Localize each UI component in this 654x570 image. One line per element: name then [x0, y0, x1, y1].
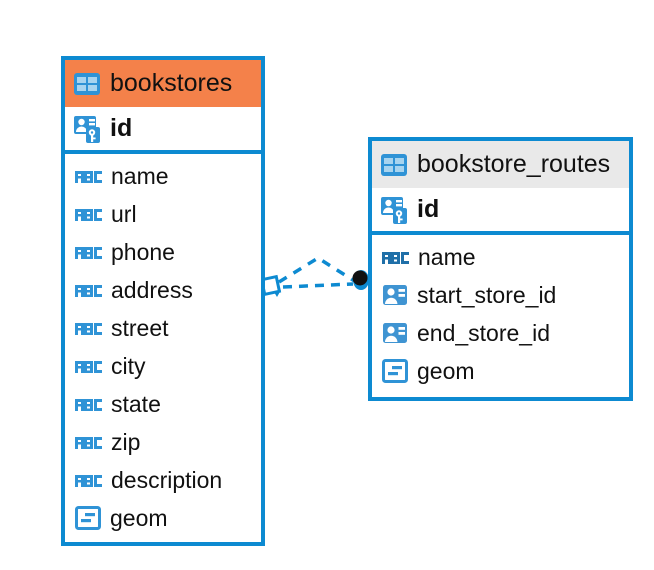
field-row[interactable]: end_store_id	[372, 314, 629, 352]
field-label: name	[111, 162, 169, 189]
field-label: url	[111, 200, 137, 227]
abc-icon	[75, 318, 102, 338]
abc-icon	[75, 280, 102, 300]
abc-icon	[382, 247, 409, 267]
field-list-bookstores: name u	[65, 154, 261, 540]
field-label: geom	[417, 357, 475, 384]
foreign-key-icon	[382, 320, 408, 346]
field-row[interactable]: geom	[65, 499, 261, 537]
primary-key-icon	[73, 114, 101, 144]
field-label: state	[111, 390, 161, 417]
field-list-bookstore-routes: name start_store_id	[372, 235, 629, 393]
abc-icon	[75, 242, 102, 262]
abc-icon	[75, 356, 102, 376]
primary-key-icon	[380, 195, 408, 225]
table-bookstores[interactable]: bookstores id	[61, 56, 265, 546]
abc-icon	[75, 432, 102, 452]
geometry-icon	[75, 506, 101, 530]
field-row[interactable]: street	[65, 309, 261, 347]
field-label: city	[111, 352, 146, 379]
field-label: description	[111, 466, 223, 493]
field-label: name	[418, 243, 476, 270]
table-title: bookstore_routes	[417, 150, 611, 178]
field-row[interactable]: url	[65, 195, 261, 233]
field-label: end_store_id	[417, 319, 550, 346]
relationship-line-arc	[278, 255, 357, 284]
field-row[interactable]: name	[372, 238, 629, 276]
field-label: street	[111, 314, 169, 341]
table-icon	[73, 70, 101, 98]
table-title: bookstores	[110, 69, 233, 97]
abc-icon	[75, 166, 102, 186]
field-label: address	[111, 276, 193, 303]
field-label: zip	[111, 428, 141, 455]
field-row[interactable]: city	[65, 347, 261, 385]
table-header-bookstore-routes[interactable]: bookstore_routes	[372, 141, 629, 188]
field-row[interactable]: geom	[372, 352, 629, 390]
field-label: phone	[111, 238, 175, 265]
field-row[interactable]: name	[65, 157, 261, 195]
field-label: geom	[110, 504, 168, 531]
field-row[interactable]: start_store_id	[372, 276, 629, 314]
geometry-icon	[382, 359, 408, 383]
field-row[interactable]: state	[65, 385, 261, 423]
filled-circle-marker	[352, 270, 369, 290]
table-icon	[380, 151, 408, 179]
field-row[interactable]: phone	[65, 233, 261, 271]
abc-icon	[75, 470, 102, 490]
primary-key-label: id	[110, 114, 133, 142]
field-row[interactable]: description	[65, 461, 261, 499]
relationship-line-direct	[282, 282, 354, 289]
field-label: start_store_id	[417, 281, 557, 308]
abc-icon	[75, 204, 102, 224]
table-bookstore-routes[interactable]: bookstore_routes id	[368, 137, 633, 401]
field-row[interactable]: address	[65, 271, 261, 309]
primary-key-label: id	[417, 195, 440, 223]
primary-key-row[interactable]: id	[65, 107, 261, 154]
field-row[interactable]: zip	[65, 423, 261, 461]
abc-icon	[75, 394, 102, 414]
table-header-bookstores[interactable]: bookstores	[65, 60, 261, 107]
foreign-key-icon	[382, 282, 408, 308]
primary-key-row[interactable]: id	[372, 188, 629, 235]
